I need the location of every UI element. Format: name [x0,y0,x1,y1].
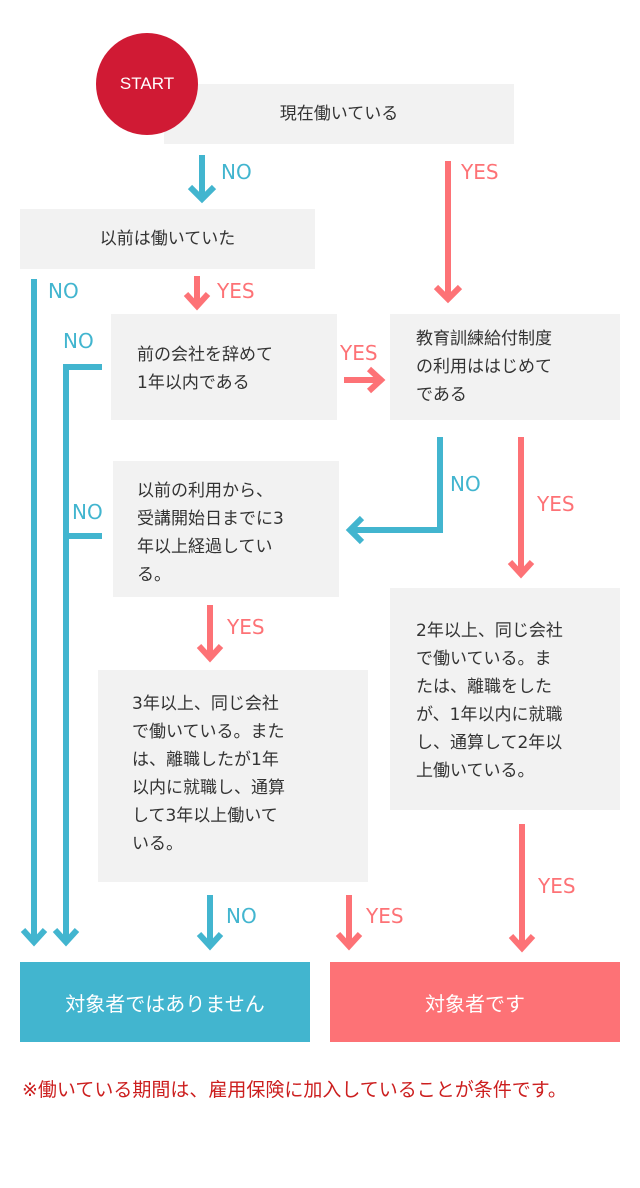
result-eligible: 対象者です [330,962,620,1042]
label-no-q5: NO [72,500,103,524]
arrow-q3-yes-head [366,366,386,394]
footnote: ※働いている期間は、雇用保険に加入していることが条件です。 [22,1079,567,1101]
label-yes-q2: YES [217,279,255,303]
question-three-years-employment: 3年以上、同じ会社 で働いている。また は、離職したが1年 以内に就職し、通算 … [98,670,368,882]
label-no-q1: NO [221,160,252,184]
question-worked-before: 以前は働いていた [20,209,315,269]
question-first-time-benefit: 教育訓練給付制度 の利用ははじめて である [390,314,620,420]
arrow-q3-no [63,364,102,940]
label-no-q6: NO [226,904,257,928]
question-two-years-employment: 2年以上、同じ会社 で働いている。ま たは、離職をした が、1年以内に就職 し、… [390,588,620,810]
arrow-q4-yes-head [507,559,535,579]
label-no-q3: NO [63,329,94,353]
arrow-q5-yes-head [196,643,224,663]
arrow-q1-yes-head [433,284,463,304]
result-not-eligible: 対象者ではありません [20,962,310,1042]
arrow-q2-yes-head [183,291,211,311]
arrow-q6-no-head [196,931,224,951]
arrow-q1-no-head [187,184,217,204]
arrow-q7-yes-head [508,933,536,953]
question-left-within-year: 前の会社を辞めて 1年以内である [111,314,337,420]
label-yes-q1: YES [461,160,499,184]
arrow-q6-yes-head [335,931,363,951]
arrow-q3-no-head [52,927,80,947]
label-yes-q6: YES [366,904,404,928]
label-yes-q3: YES [340,341,378,365]
question-currently-working: 現在働いている [164,84,514,144]
label-yes-q4: YES [537,492,575,516]
label-no-q2: NO [48,279,79,303]
question-three-years-since-last: 以前の利用から、 受講開始日までに3 年以上経過してい る。 [113,461,339,597]
label-yes-q7: YES [538,874,576,898]
arrow-q4-no [352,437,443,533]
label-no-q4: NO [450,472,481,496]
arrow-q2-no-head [20,927,48,947]
label-yes-q5: YES [227,615,265,639]
start-marker: START [96,33,198,135]
arrow-q4-no-head [345,515,365,545]
